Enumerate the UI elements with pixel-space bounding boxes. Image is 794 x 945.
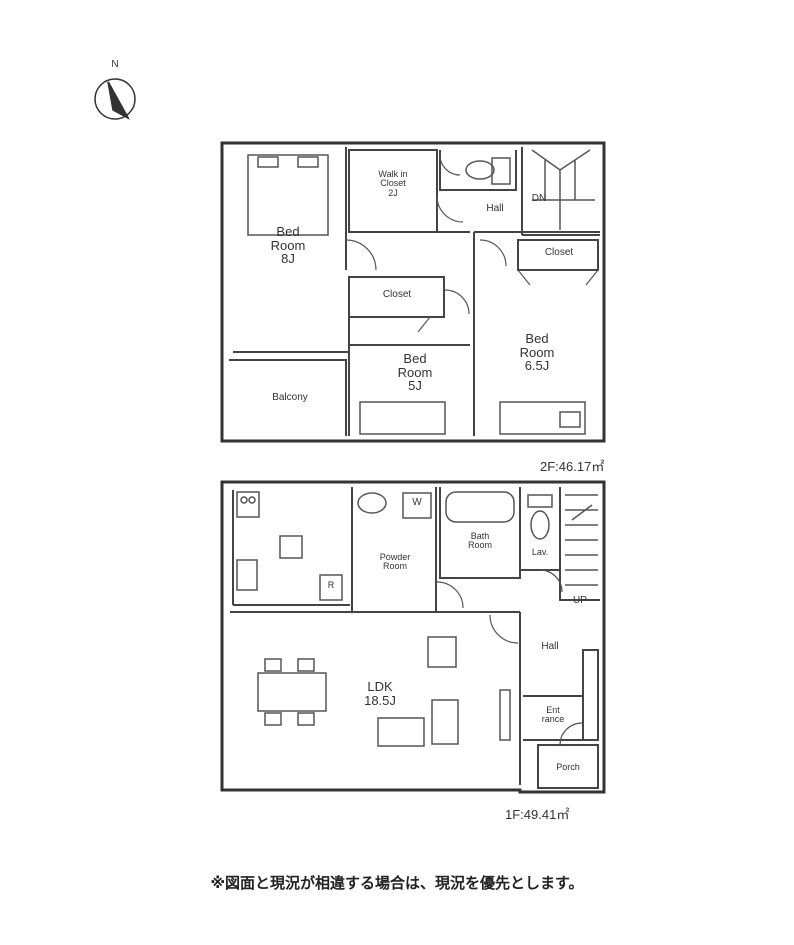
door-ldk xyxy=(489,614,519,644)
floor2-area: 2F:46.17㎡ xyxy=(540,459,605,474)
lav-walls xyxy=(519,487,561,571)
room-closet-right: Closet xyxy=(544,247,574,258)
bed-65j-furniture xyxy=(499,401,586,435)
room-entrance: Ent rance xyxy=(541,705,565,725)
door-lav xyxy=(539,569,563,593)
room-ldk: LDK 18.5J xyxy=(364,679,396,708)
toilet-2f xyxy=(465,160,495,180)
toilet2-walls xyxy=(439,150,517,191)
stair-up-label: UP xyxy=(573,595,587,606)
room-lav: Lav. xyxy=(531,547,549,557)
coffee-table xyxy=(431,699,459,745)
washer-box xyxy=(402,492,432,519)
armchair xyxy=(427,636,457,668)
door-bed65 xyxy=(479,239,507,267)
room-bed-65j: Bed Room 6.5J xyxy=(519,331,555,374)
stairs-1f xyxy=(565,494,598,586)
stair-dn-label: DN xyxy=(531,193,547,204)
wic-hall-wall xyxy=(436,150,470,233)
door-bed5 xyxy=(444,289,470,315)
room-porch: Porch xyxy=(556,762,580,772)
stairs-2f xyxy=(531,149,595,230)
room-powder: Powder Room xyxy=(379,552,411,572)
balcony-walls xyxy=(229,359,347,436)
kitchen-sink xyxy=(236,559,258,591)
stair1-walls xyxy=(559,487,600,601)
door-powder xyxy=(436,581,464,609)
door-wic xyxy=(436,195,464,223)
fridge-box xyxy=(319,574,343,601)
floor1-outline xyxy=(220,480,606,794)
bed5-walls xyxy=(348,277,470,436)
room-walk-in-closet: Walk in Closet 2J xyxy=(378,169,408,198)
compass-label: N xyxy=(111,59,119,70)
sofa xyxy=(377,717,425,747)
north-arrow-icon xyxy=(94,78,136,120)
room-bed-5j: Bed Room 5J xyxy=(397,351,433,394)
stair2-walls xyxy=(521,147,600,236)
kitchen-wall xyxy=(232,490,350,606)
room-bath: Bath Room xyxy=(467,531,492,551)
door-toilet2 xyxy=(439,154,461,176)
washer-label: W xyxy=(412,497,422,508)
bed65-walls xyxy=(473,231,600,436)
floor2-outline xyxy=(220,141,606,443)
washbasin xyxy=(357,492,387,514)
tv-board xyxy=(499,689,511,741)
door-closet-center xyxy=(417,316,431,333)
room-hall-1f: Hall xyxy=(541,641,559,652)
room-balcony: Balcony xyxy=(272,392,308,403)
door-entrance xyxy=(559,722,583,746)
door-bed8 xyxy=(345,239,377,271)
floor1-area: 1F:49.41㎡ xyxy=(505,807,570,822)
porch-walls xyxy=(537,744,599,789)
shoe-cabinet xyxy=(582,649,599,741)
stove xyxy=(236,491,260,518)
disclaimer-note: ※図面と現況が相違する場合は、現況を優先とします。 xyxy=(210,874,584,892)
closet-right-walls xyxy=(517,239,599,271)
toilet-1f xyxy=(530,510,550,540)
room-bed-8j: Bed Room 8J xyxy=(270,224,306,267)
dining-table xyxy=(257,672,327,712)
room-closet-center: Closet xyxy=(382,289,412,300)
bed-5j-furniture xyxy=(359,401,446,435)
bathtub xyxy=(445,491,515,523)
door-closet-right xyxy=(517,269,599,286)
bed-8j-furniture xyxy=(247,154,329,236)
fridge-label: R xyxy=(327,580,335,590)
range-hood xyxy=(279,535,303,559)
room-hall-2f: Hall xyxy=(486,203,504,214)
